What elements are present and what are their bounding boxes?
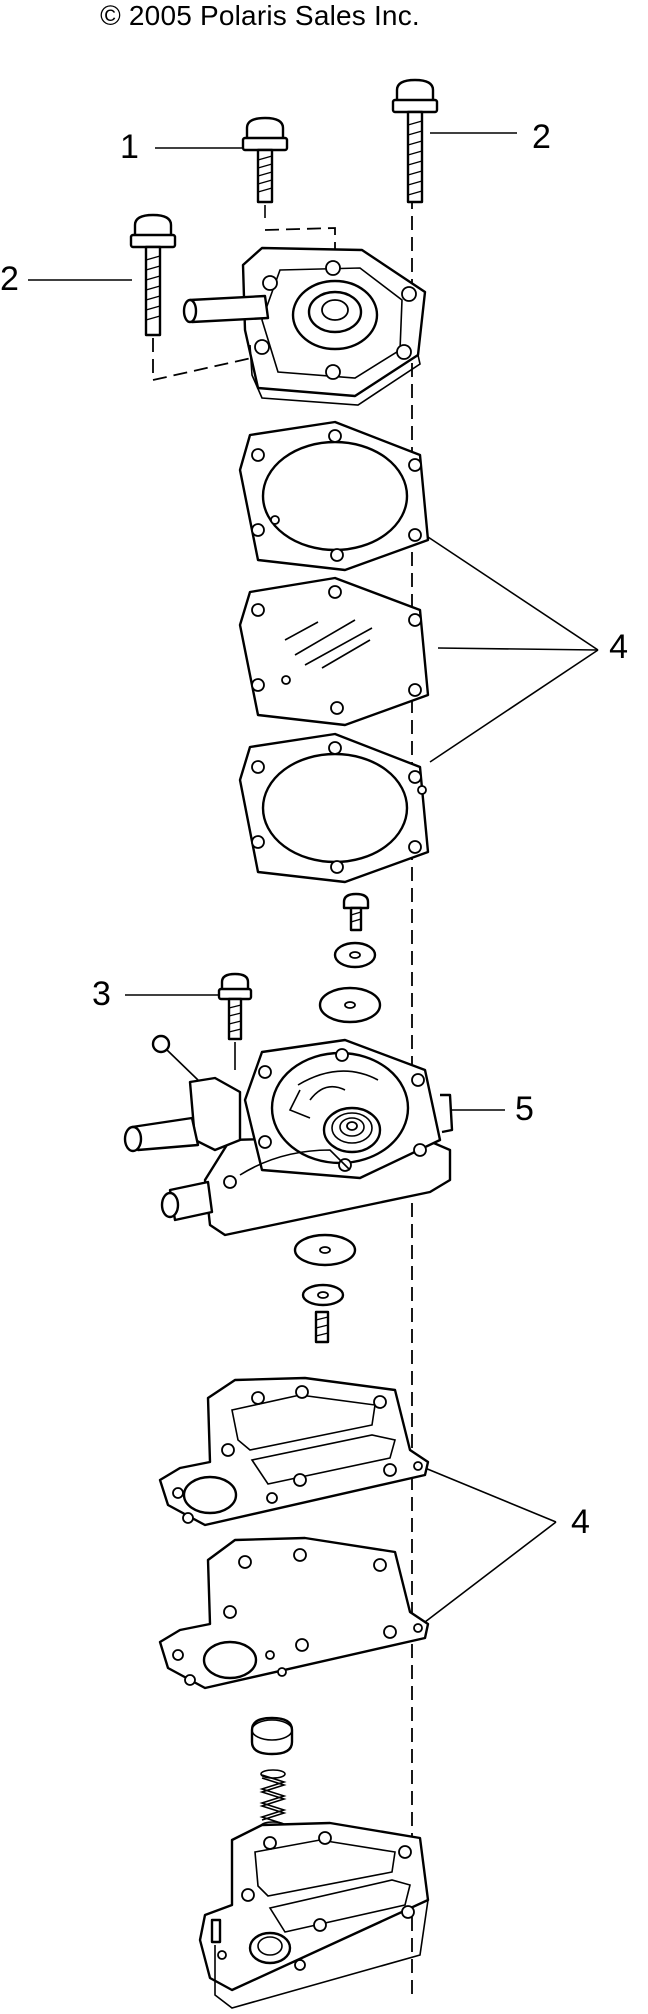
lower-gasket-2 (158, 1536, 430, 1690)
valve-washer-lower (301, 1283, 345, 1307)
screw-2-left-path (152, 338, 266, 382)
diaphragm (238, 576, 430, 727)
leader-4-a (424, 534, 599, 651)
callout-2-left: 2 (0, 260, 19, 298)
screw-2-left-long (129, 213, 177, 337)
middle-gasket (238, 732, 430, 884)
valve-cap (250, 1716, 294, 1756)
callout-2-top: 2 (532, 118, 551, 156)
valve-disc-lower (293, 1233, 357, 1267)
screw-1-short (241, 116, 289, 204)
screw-1-dashed-path (264, 227, 336, 270)
callout-4-upper: 4 (609, 628, 628, 666)
callout-3: 3 (92, 975, 111, 1013)
leader-4-c (429, 649, 599, 763)
callout-1: 1 (120, 128, 139, 166)
valve-screw-lower (314, 1310, 330, 1344)
top-cover-plate (182, 246, 427, 406)
valve-disc-upper (318, 986, 382, 1024)
leader-4-d (424, 1467, 557, 1523)
screw-2-top-long (391, 78, 439, 204)
copyright-notice: © 2005 Polaris Sales Inc. (100, 0, 420, 31)
pump-body (123, 1034, 454, 1237)
screw-3 (217, 972, 253, 1041)
upper-gasket (238, 420, 430, 572)
valve-spring (259, 1769, 287, 1831)
leader-4-b (437, 647, 599, 651)
valve-screw-upper (342, 892, 370, 932)
valve-washer-upper (333, 941, 377, 969)
lower-gasket-1 (158, 1376, 430, 1527)
callout-5: 5 (515, 1090, 534, 1128)
leader-4-e (424, 1521, 557, 1623)
bottom-housing (198, 1821, 430, 2009)
callout-4-lower: 4 (571, 1503, 590, 1541)
